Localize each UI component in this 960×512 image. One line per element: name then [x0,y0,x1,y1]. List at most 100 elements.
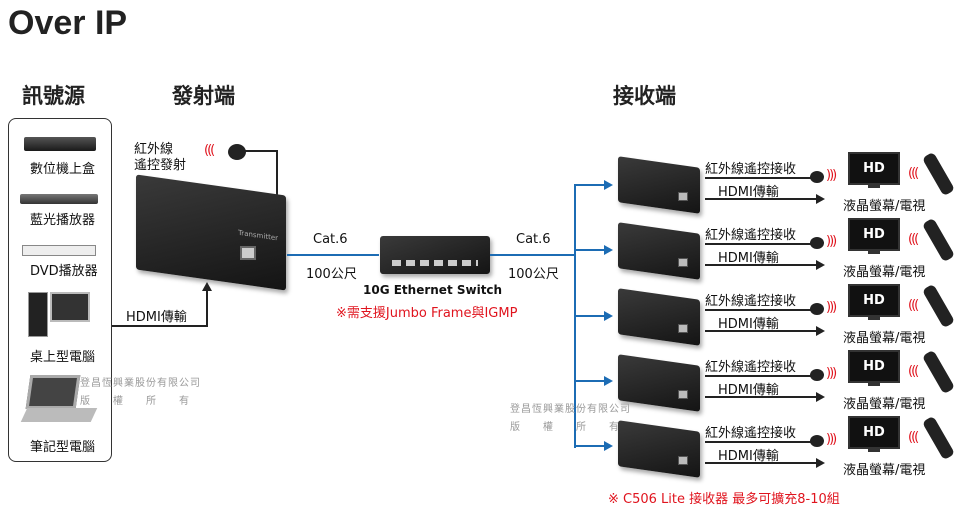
tv-icon: HD [848,152,900,185]
receiver-expansion-footnote: ※ C506 Lite 接收器 最多可擴充8-10組 [608,492,840,507]
tv-icon: HD [848,284,900,317]
source-label: DVD播放器 [30,264,98,279]
arrow-right-icon [604,180,613,190]
hdmi-output-label: HDMI傳輸 [718,185,779,200]
ethernet-switch-device [380,236,490,274]
hdmi-input-label: HDMI傳輸 [126,310,187,325]
arrow-right-icon [604,441,613,452]
source-label: 桌上型電腦 [30,350,96,365]
laptop-keyboard-icon [20,408,98,422]
ir-receiver-label: 紅外線遙控接收 [705,162,797,177]
switch-name: 10G Ethernet Switch [363,283,503,297]
remote-control-icon [921,283,956,329]
ir-emitter-icon [228,144,246,160]
arrow-right-icon [604,375,613,386]
watermark-line2: 版 權 所 有 [80,396,190,407]
tv-icon: HD [848,416,900,449]
ir-waves-icon: ))) [826,168,837,183]
display-label: 液晶螢幕/電視 [843,397,926,412]
laptop-icon [25,375,81,409]
arrow-right-icon [604,310,613,321]
display-label: 液晶螢幕/電視 [843,463,926,478]
remote-waves-icon: ((( [908,232,919,247]
rj45-port-icon [678,390,688,399]
watermark-line2: 版 權 所 有 [510,422,620,433]
rj45-port-icon [678,192,688,201]
ir-waves-icon: ))) [826,234,837,249]
hdmi-output-label: HDMI傳輸 [718,449,779,464]
switch-requirement-note: ※需支援Jumbo Frame與IGMP [336,306,518,321]
source-panel [8,118,112,462]
arrow-up-icon [202,282,212,291]
dvd-player-icon [22,245,96,256]
cable-length-left: 100公尺 [306,267,357,282]
ir-receiver-icon [810,303,824,315]
ir-receiver-label: 紅外線遙控接收 [705,360,797,375]
remote-control-icon [921,217,956,263]
source-label: 藍光播放器 [30,213,96,228]
ir-waves-icon: ))) [826,366,837,381]
desktop-tower-icon [28,292,48,337]
tv-icon: HD [848,350,900,383]
display-label: 液晶螢幕/電視 [843,199,926,214]
ir-receiver-icon [810,435,824,447]
set-top-box-icon [24,137,96,151]
tv-icon: HD [848,218,900,251]
receiver-device [618,420,700,478]
cable-type-left: Cat.6 [313,232,348,247]
ir-waves-icon: ))) [826,432,837,447]
receiver-device [618,288,700,346]
tv-badge: HD [863,425,885,440]
arrow-right-icon [816,260,825,270]
page-title: Over IP [8,4,128,42]
receiver-device [618,156,700,214]
rj45-port-icon [240,246,256,260]
ir-receiver-icon [810,369,824,381]
header-transmitter: 發射端 [172,84,235,108]
arrow-right-icon [816,326,825,336]
tv-badge: HD [863,161,885,176]
transmitter-device: Transmitter [136,174,286,291]
remote-waves-icon: ((( [908,430,919,445]
ir-emitter-label: 遙控發射 [134,158,187,173]
hdmi-output-label: HDMI傳輸 [718,383,779,398]
bluray-player-icon [20,194,98,204]
branch-line [575,445,605,448]
remote-waves-icon: ((( [908,364,919,379]
ir-receiver-icon [810,237,824,249]
remote-waves-icon: ((( [908,166,919,181]
cable-type-right: Cat.6 [516,232,551,247]
branch-line [575,249,605,252]
branch-line [575,184,605,186]
arrow-right-icon [816,392,825,402]
remote-control-icon [921,415,956,461]
watermark-line1: 登昌恆興業股份有限公司 [80,378,201,389]
display-label: 液晶螢幕/電視 [843,331,926,346]
ir-receiver-icon [810,171,824,183]
arrow-right-icon [816,458,825,468]
rj45-port-icon [678,456,688,465]
transmitter-device-label: Transmitter [238,228,278,243]
watermark-line1: 登昌恆興業股份有限公司 [510,404,631,415]
rj45-port-icon [678,324,688,333]
cat6-cable-left [287,254,379,256]
hdmi-output-label: HDMI傳輸 [718,251,779,266]
remote-waves-icon: ((( [908,298,919,313]
source-label: 數位機上盒 [30,162,96,177]
tv-badge: HD [863,227,885,242]
display-label: 液晶螢幕/電視 [843,265,926,280]
branch-line [575,314,605,317]
arrow-right-icon [604,245,613,256]
remote-control-icon [921,349,956,395]
header-source: 訊號源 [22,84,85,108]
desktop-monitor-icon [50,292,90,322]
rj45-port-icon [678,258,688,267]
tv-badge: HD [863,359,885,374]
ir-waves-icon: ))) [826,300,837,315]
source-label: 筆記型電腦 [30,440,96,455]
hdmi-output-label: HDMI傳輸 [718,317,779,332]
ir-receiver-label: 紅外線遙控接收 [705,228,797,243]
tv-badge: HD [863,293,885,308]
remote-control-icon [921,151,956,197]
receiver-device [618,222,700,280]
